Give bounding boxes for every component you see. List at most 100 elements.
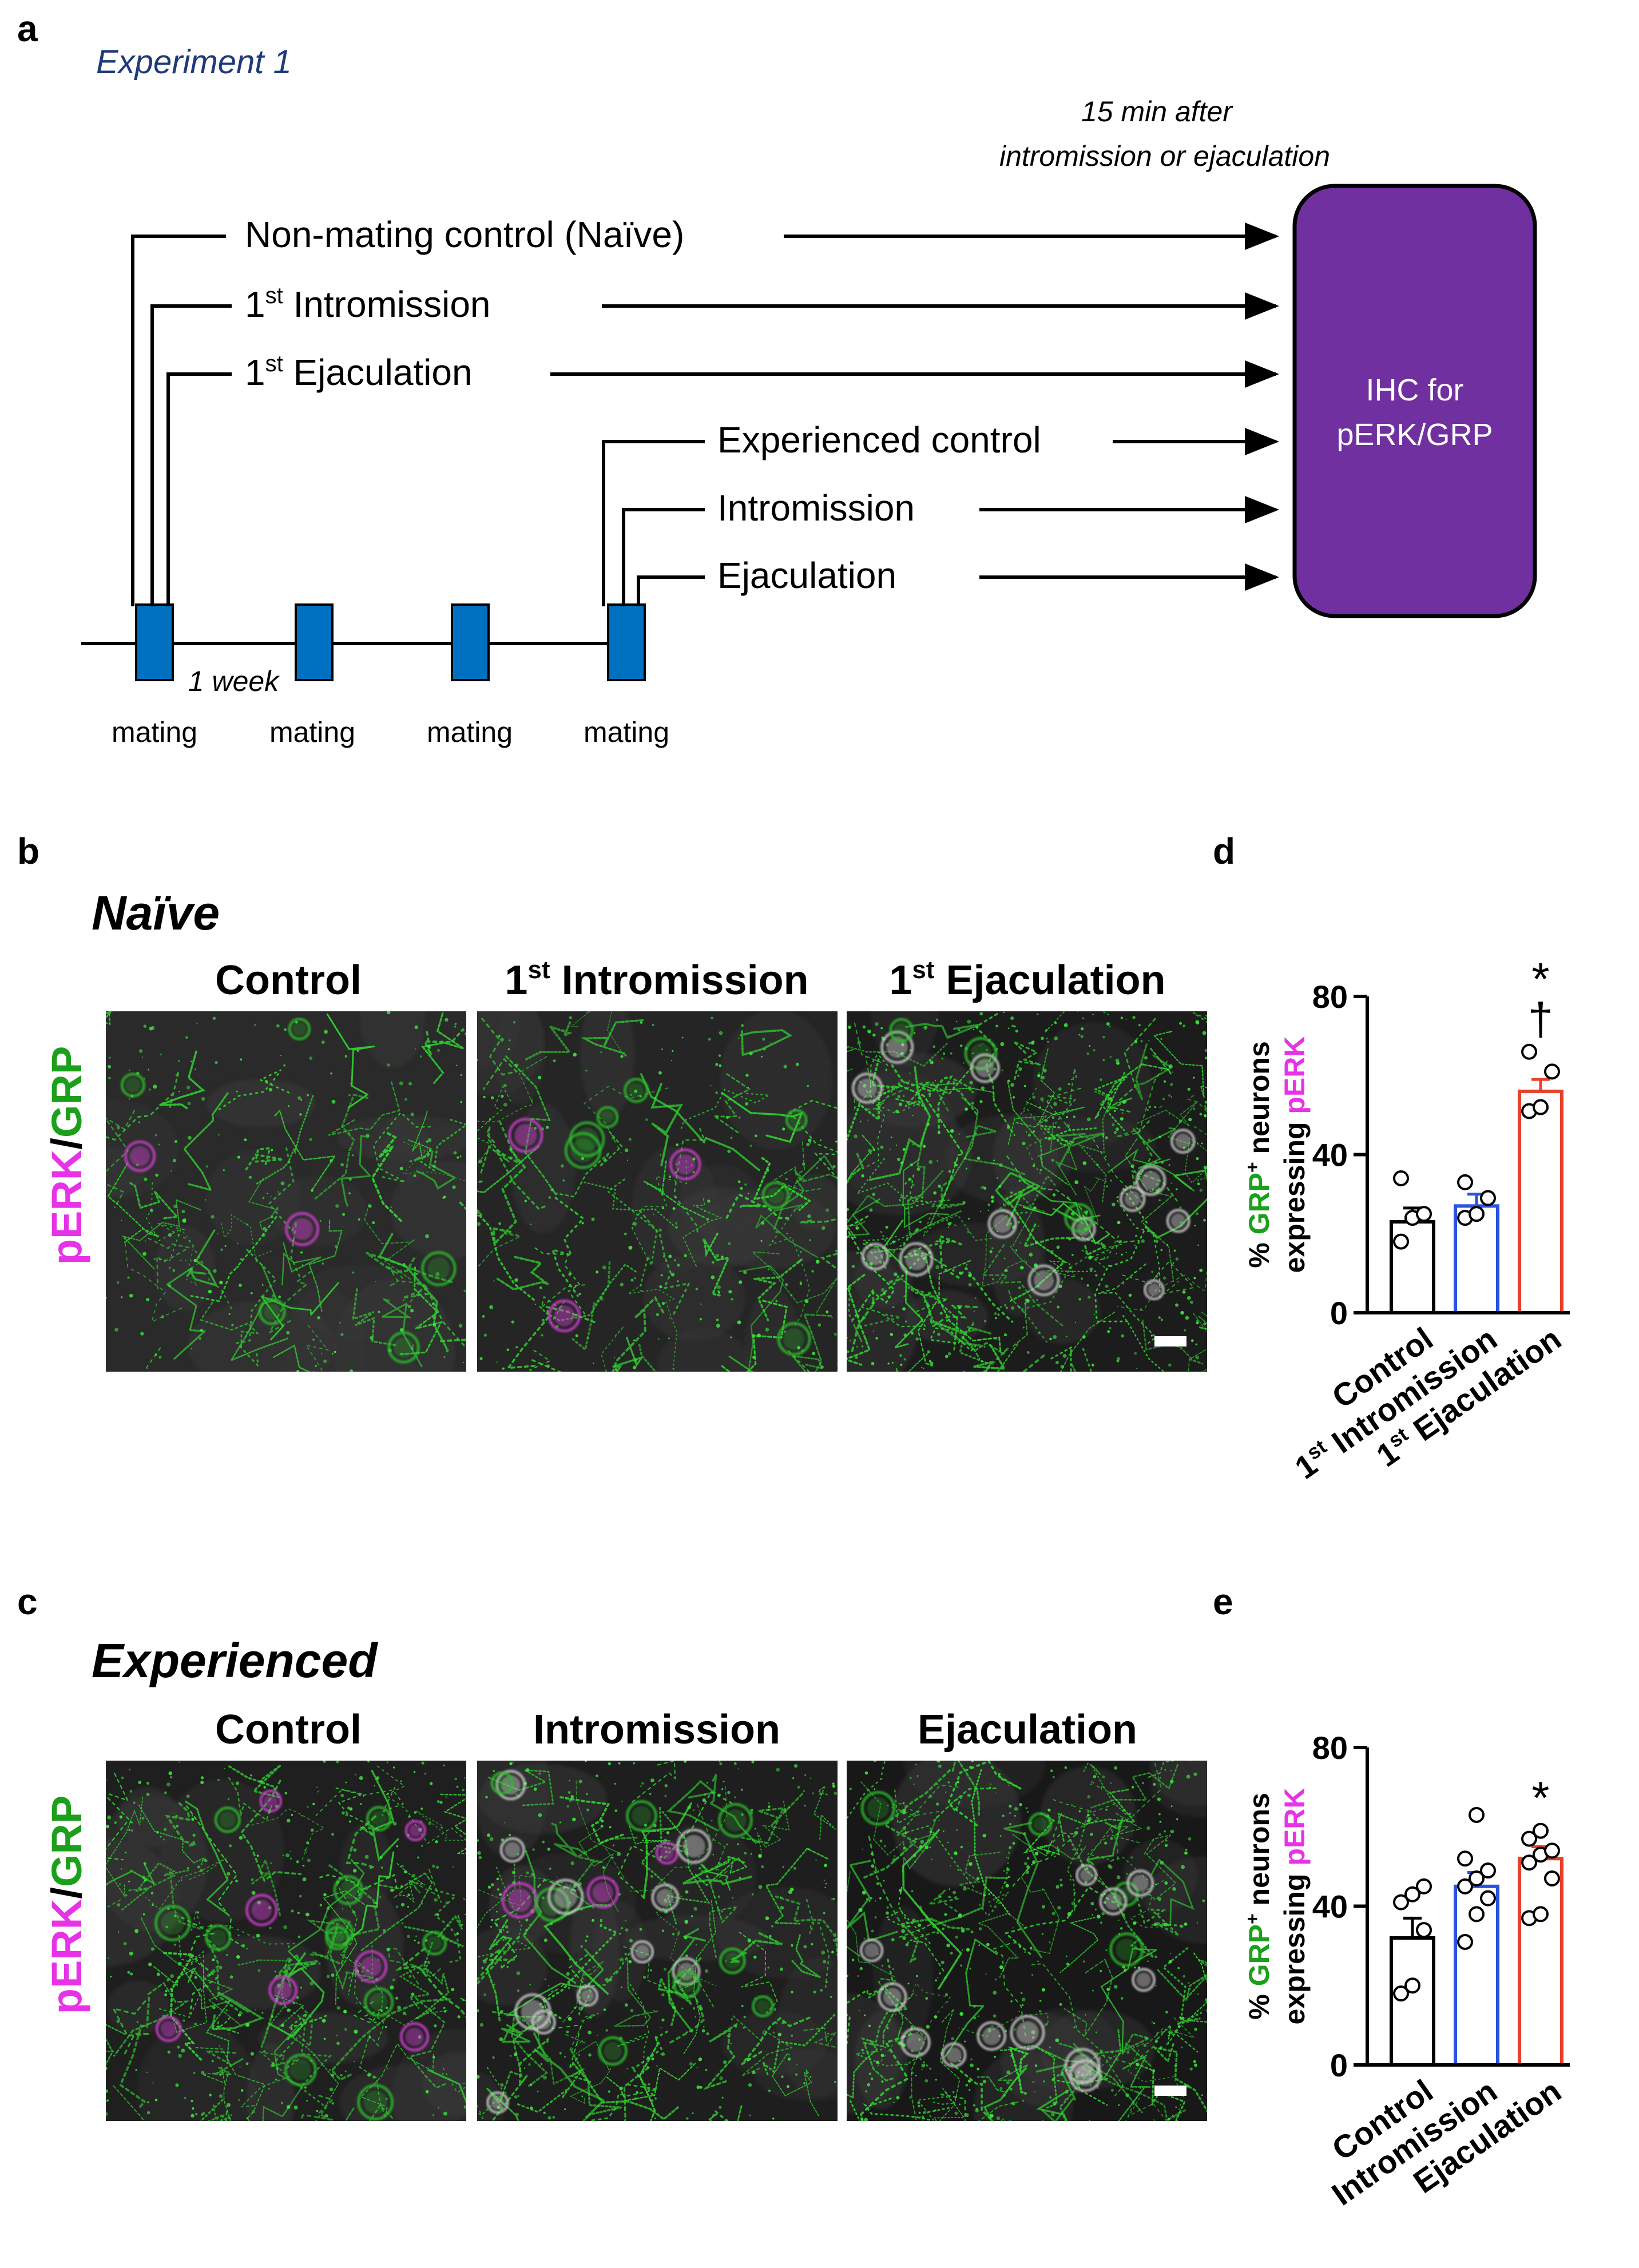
mating-session-block	[607, 603, 646, 681]
data-point	[1393, 1233, 1409, 1250]
data-point	[1457, 1878, 1473, 1894]
panel-b: b Naïve Control 1st Intromission 1st Eja…	[17, 831, 1207, 1372]
branch-line	[131, 235, 226, 606]
data-point	[1521, 1830, 1537, 1847]
timing-line-2: intromission or ejaculation	[999, 140, 1330, 172]
data-point	[1480, 1190, 1496, 1206]
y-tick-label: 40	[1312, 1137, 1348, 1173]
y-tick-label: 80	[1312, 979, 1348, 1015]
data-point	[1544, 1842, 1560, 1859]
stain-label: pERK/GRP	[43, 1796, 90, 2014]
data-point	[1469, 1206, 1485, 1222]
image-title: 1st Ejaculation	[889, 956, 1165, 1003]
data-point	[1533, 1099, 1549, 1115]
data-point	[1393, 1985, 1409, 2002]
data-point	[1457, 1933, 1473, 1950]
image-title: Intromission	[533, 1707, 780, 1753]
micrograph-texture	[477, 1011, 838, 1372]
session-label: mating	[112, 716, 197, 748]
mating-session-block	[135, 603, 174, 681]
micrograph-naive-first-intromission	[477, 1011, 838, 1372]
data-point	[1469, 1870, 1485, 1886]
scale-bar	[1154, 1336, 1186, 1346]
group-label-experienced-control: Experienced control	[717, 419, 1041, 460]
data-point	[1533, 1822, 1549, 1839]
micrograph-experienced-intromission	[477, 1761, 838, 2121]
micrograph-experienced-ejaculation	[847, 1761, 1207, 2121]
interval-label: 1 week	[188, 665, 280, 697]
micrograph-texture	[847, 1011, 1207, 1372]
bar	[1518, 1857, 1563, 2067]
y-axis-label: % GRP+ neuronsexpressing pERK	[1242, 1788, 1311, 2024]
y-tick-label: 0	[1330, 2047, 1348, 2083]
data-point	[1533, 1906, 1549, 1923]
bar	[1390, 1936, 1435, 2067]
group-label-first-ejaculation: 1st Ejaculation	[245, 351, 473, 393]
branch-line	[602, 440, 705, 606]
ihc-box	[1292, 184, 1537, 618]
mating-session-block	[295, 603, 334, 681]
group-label-first-intromission: 1st Intromission	[245, 283, 491, 325]
group-label-ejaculation: Ejaculation	[717, 555, 896, 596]
group-label-intromission: Intromission	[717, 487, 915, 529]
data-point	[1480, 1890, 1496, 1906]
data-point	[1457, 1174, 1473, 1190]
y-tick-label: 80	[1312, 1730, 1348, 1766]
timing-line-1: 15 min after	[1081, 96, 1233, 128]
session-label: mating	[269, 716, 355, 748]
mating-session-block	[451, 603, 490, 681]
micrograph-texture	[847, 1761, 1207, 2121]
branch-line	[150, 304, 232, 606]
panel-b-letter: b	[17, 831, 39, 872]
significance-marker: *	[1531, 1773, 1549, 1824]
data-point	[1469, 1906, 1485, 1923]
data-point	[1393, 1894, 1409, 1910]
ihc-box-line-1: IHC for	[1366, 373, 1463, 407]
stain-label: pERK/GRP	[43, 1046, 90, 1265]
scale-bar	[1154, 2086, 1186, 2096]
experiment-title: Experiment 1	[96, 43, 292, 81]
data-point	[1404, 1886, 1420, 1902]
data-point	[1544, 1063, 1560, 1080]
data-point	[1544, 1870, 1560, 1886]
panel-a: a Experiment 1 15 min after intromission…	[17, 8, 1537, 748]
bar	[1518, 1089, 1563, 1315]
group-label-naive-control: Non-mating control (Naïve)	[245, 214, 684, 255]
data-point	[1457, 1850, 1473, 1867]
y-axis-label: % GRP+ neuronsexpressing pERK	[1242, 1036, 1311, 1273]
panel-b-title: Naïve	[92, 886, 220, 940]
branch-line	[622, 508, 705, 606]
data-point	[1469, 1806, 1485, 1823]
data-point	[1404, 1977, 1420, 1994]
data-point	[1521, 1854, 1537, 1871]
y-tick-label: 40	[1312, 1889, 1348, 1925]
data-point	[1416, 1878, 1432, 1894]
data-point	[1416, 1206, 1432, 1222]
micrograph-texture	[106, 1011, 466, 1372]
data-point	[1416, 1922, 1432, 1939]
panel-c-letter: c	[17, 1581, 38, 1622]
micrograph-texture	[106, 1761, 466, 2121]
panel-c-title: Experienced	[92, 1634, 378, 1687]
data-point	[1393, 1170, 1409, 1186]
image-title: Control	[215, 1707, 362, 1753]
micrograph-texture	[477, 1761, 838, 2121]
image-title: Ejaculation	[918, 1707, 1137, 1753]
session-label: mating	[584, 716, 669, 748]
significance-marker: *	[1531, 954, 1549, 1004]
image-title: Control	[215, 958, 362, 1003]
ihc-box-line-2: pERK/GRP	[1336, 418, 1493, 452]
significance-marker: †	[1528, 994, 1554, 1044]
image-title: 1st Intromission	[505, 956, 808, 1003]
branch-line	[166, 372, 232, 606]
data-point	[1480, 1862, 1496, 1879]
panel-e-letter: e	[1213, 1581, 1233, 1622]
micrograph-experienced-control	[106, 1761, 466, 2121]
data-point	[1521, 1043, 1537, 1060]
panel-a-letter: a	[17, 8, 38, 49]
